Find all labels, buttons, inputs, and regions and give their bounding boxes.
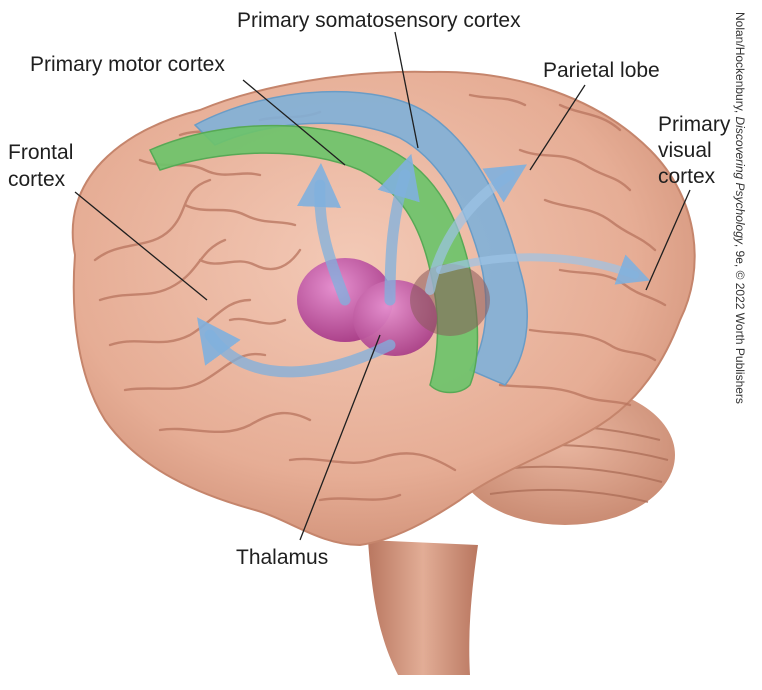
leader-visual	[645, 189, 691, 291]
label-frontal-cortex-line1: Frontal	[8, 141, 74, 164]
thalamus-back	[410, 264, 490, 336]
label-primary-visual-cortex-line3: cortex	[658, 165, 716, 188]
label-frontal-cortex-line2: cortex	[8, 168, 66, 191]
label-parietal-lobe: Parietal lobe	[543, 59, 660, 82]
leader-somatosensory	[394, 31, 419, 149]
leader-frontal	[74, 191, 208, 301]
pathway-arrows	[197, 153, 651, 378]
somatosensory-band	[193, 90, 528, 386]
leader-parietal	[529, 84, 586, 171]
brain-stem	[368, 540, 478, 675]
credit-prefix: Nolan/Hockenbury,	[733, 12, 747, 117]
leader-lines	[74, 31, 691, 541]
label-primary-visual-cortex-line1: Primary	[658, 113, 731, 136]
leader-motor	[242, 79, 346, 166]
publisher-credit: Nolan/Hockenbury, Discovering Psychology…	[733, 12, 751, 512]
label-primary-visual-cortex-line2: visual	[658, 139, 712, 162]
label-thalamus: Thalamus	[236, 546, 329, 569]
leader-thalamus	[299, 334, 381, 541]
label-primary-somatosensory-cortex: Primary somatosensory cortex	[237, 9, 521, 32]
credit-suffix: , 9e, © 2022 Worth Publishers	[733, 243, 747, 404]
label-primary-motor-cortex: Primary motor cortex	[30, 53, 225, 76]
credit-book-title: Discovering Psychology	[733, 116, 747, 244]
